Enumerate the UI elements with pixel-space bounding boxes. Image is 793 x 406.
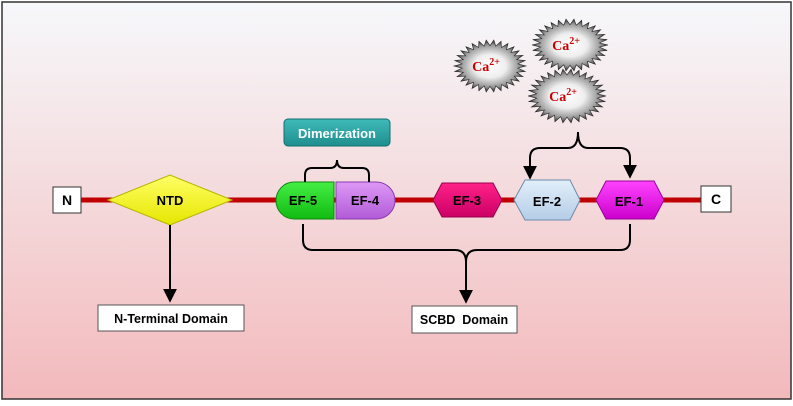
calcium-symbol: Ca [472, 60, 489, 75]
ef2-domain: EF-2 [513, 179, 581, 221]
n-terminal-domain-label: N-Terminal Domain [114, 312, 228, 326]
calcium-symbol: Ca [552, 39, 569, 54]
calcium-ion-bottom-burst [527, 68, 607, 124]
ef3-label: EF-3 [453, 193, 481, 208]
ef5-label: EF-5 [289, 193, 317, 208]
scbd-domain-box: SCBD Domain [411, 305, 518, 334]
calcium-ion-top-label: Ca2+ [552, 36, 580, 54]
n-terminus-label: N [62, 192, 72, 208]
ntd-label: NTD [157, 193, 184, 208]
calcium-ions: Ca2+Ca2+Ca2+ [452, 18, 609, 124]
ef4-label: EF-4 [351, 193, 380, 208]
ef2-label: EF-2 [533, 194, 561, 209]
calcium-charge: 2+ [489, 57, 500, 68]
ef1-label: EF-1 [615, 194, 643, 209]
n-terminal-domain-box: N-Terminal Domain [97, 304, 245, 332]
calcium-ion-left-burst [452, 39, 528, 93]
ef3-domain: EF-3 [432, 182, 503, 218]
dimerization-brace [304, 159, 370, 182]
n-terminus: N [52, 186, 82, 214]
calcium-brace [529, 131, 637, 179]
c-terminus: C [700, 185, 732, 213]
calcium-ion-left: Ca2+ [452, 39, 528, 93]
calcium-symbol: Ca [549, 90, 566, 105]
calcium-ion-left-label: Ca2+ [472, 57, 500, 75]
dimerization-box: Dimerization [283, 118, 391, 147]
ef1-domain: EF-1 [595, 180, 665, 220]
calcium-ion-top-burst [531, 18, 609, 72]
calcium-charge: 2+ [566, 87, 577, 98]
c-terminus-label: C [711, 191, 721, 207]
dimerization-label: Dimerization [298, 126, 376, 141]
ef5-domain: EF-5 [275, 181, 335, 220]
calcium-ion-bottom: Ca2+ [527, 68, 607, 124]
calcium-charge: 2+ [569, 36, 580, 47]
ntd-domain: NTD [106, 174, 234, 226]
calcium-ion-bottom-label: Ca2+ [549, 87, 577, 105]
calcium-ion-top: Ca2+ [531, 18, 609, 72]
ef4-domain: EF-4 [335, 181, 396, 220]
scbd-domain-label: SCBD Domain [420, 313, 508, 327]
